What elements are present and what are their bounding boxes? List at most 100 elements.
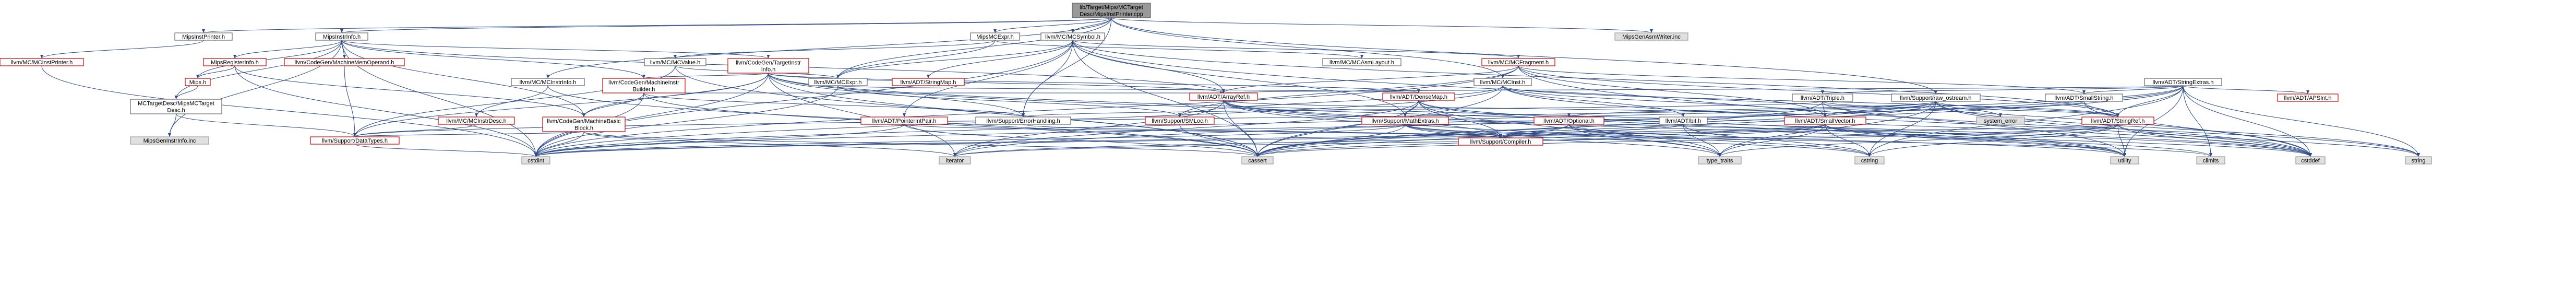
node-mcinst-h[interactable]: llvm/MC/MCInst.h xyxy=(1473,78,1532,86)
node-triple-h[interactable]: llvm/ADT/Triple.h xyxy=(1792,93,1853,102)
node-mips-h[interactable]: Mips.h xyxy=(185,78,211,86)
node-mcinstprinter-h[interactable]: llvm/MC/MCInstPrinter.h xyxy=(0,58,84,66)
node-label: cstdint xyxy=(528,158,544,164)
node-mipsinstinfo-h[interactable]: MipsInstrInfo.h xyxy=(315,32,368,41)
node-box xyxy=(2277,93,2339,102)
node-mcfragment-h[interactable]: llvm/MC/MCFragment.h xyxy=(1481,58,1555,66)
node-label: llvm/ADT/Triple.h xyxy=(1801,95,1844,101)
edge-mcsymbol_h-to-stringmap_h xyxy=(927,40,1073,79)
node-smallstring-h[interactable]: llvm/ADT/SmallString.h xyxy=(2045,93,2123,102)
node-mipsreginfo-h[interactable]: MipsRegisterInfo.h xyxy=(203,58,267,66)
node-box xyxy=(310,136,400,145)
edge-root-to-mipsgenasmwriter_inc xyxy=(1111,17,1653,33)
node-box xyxy=(1481,58,1555,66)
node-root[interactable]: lib/Target/Mips/MCTargetDesc/MipsInstPri… xyxy=(1072,3,1151,18)
node-compiler-h[interactable]: llvm/Support/Compiler.h xyxy=(1458,137,1543,146)
node-box xyxy=(1854,156,1885,165)
node-box xyxy=(0,58,84,66)
edge-smallvector_h-to-utility xyxy=(1825,124,2126,157)
node-label: Mips.h xyxy=(189,79,206,86)
node-stringref-h[interactable]: llvm/ADT/StringRef.h xyxy=(2081,116,2154,125)
edge-mipsinstinfo_h-to-machinebasicblock_h xyxy=(341,40,585,118)
node-mcvalue-h[interactable]: llvm/MC/MCValue.h xyxy=(644,58,706,66)
node-box xyxy=(970,32,1020,41)
node-arrayref-h[interactable]: llvm/ADT/ArrayRef.h xyxy=(1189,92,1258,101)
edge-stringextras_h-to-smallstring_h xyxy=(2082,85,2184,95)
node-label: llvm/ADT/PointerIntPair.h xyxy=(872,118,937,124)
edge-raw_ostream_h-to-string xyxy=(1935,101,2420,157)
edge-mcexpr_h-to-densemap_h xyxy=(837,85,1420,93)
edge-pointerintpair_h-to-cstdint xyxy=(534,124,905,157)
edge-smallvector_h-to-cstring xyxy=(1825,124,1871,157)
node-label: string xyxy=(2412,158,2426,164)
node-label: llvm/Support/MathExtras.h xyxy=(1372,118,1439,124)
node-box xyxy=(1533,116,1604,125)
node-box xyxy=(315,32,368,41)
edge-raw_ostream_h-to-smallvector_h xyxy=(1824,101,1936,118)
node-optional-h[interactable]: llvm/ADT/Optional.h xyxy=(1533,116,1604,125)
edge-densemap_h-to-compiler_h xyxy=(1418,100,1502,138)
edge-densemap_h-to-iterator xyxy=(953,100,1419,157)
edge-mips_h-to-mctargetdesc_h xyxy=(174,85,198,100)
node-label: Block.h xyxy=(574,125,593,132)
node-box xyxy=(1659,116,1708,125)
edge-bit_h-to-type_traits xyxy=(1683,124,1721,157)
edge-mcfragment_h-to-arrayref_h xyxy=(1222,65,1519,93)
node-mipsmcexpr-h[interactable]: MipsMCExpr.h xyxy=(970,32,1020,41)
node-label: llvm/Support/Compiler.h xyxy=(1470,139,1531,145)
edge-stringref_h-to-cstddef xyxy=(2117,124,2312,157)
edge-mipsmcexpr_h-to-mcvalue_h xyxy=(674,40,996,59)
node-errorhandling-h[interactable]: llvm/Support/ErrorHandling.h xyxy=(975,116,1071,125)
node-smallvector-h[interactable]: llvm/ADT/SmallVector.h xyxy=(1784,116,1866,125)
node-mcexpr-h[interactable]: llvm/MC/MCExpr.h xyxy=(808,78,868,86)
edge-stringextras_h-to-arrayref_h xyxy=(1223,85,2184,93)
node-box xyxy=(1976,116,2025,125)
node-mathextras-h[interactable]: llvm/Support/MathExtras.h xyxy=(1361,116,1449,125)
edge-stringref_h-to-type_traits xyxy=(1718,124,2118,157)
node-raw-ostream-h[interactable]: llvm/Support/raw_ostream.h xyxy=(1891,93,1981,102)
edge-root-to-mcinst_h xyxy=(1111,17,1504,79)
node-mcsymbol-h[interactable]: llvm/MC/MCSymbol.h xyxy=(1040,32,1105,41)
edge-machinebasicblock_h-to-iterator xyxy=(583,131,956,157)
node-datatypes-h[interactable]: llvm/Support/DataTypes.h xyxy=(310,136,400,145)
node-label: llvm/CodeGen/TargetInstr xyxy=(736,60,801,66)
node-cstring: cstring xyxy=(1854,156,1885,165)
edge-targetinstrinfo_h-to-datatypes_h xyxy=(353,73,769,137)
node-mcasmlayout-h[interactable]: llvm/MC/MCAsmLayout.h xyxy=(1322,58,1401,66)
node-box xyxy=(1784,116,1866,125)
node-label: llvm/ADT/DenseMap.h xyxy=(1390,94,1447,100)
edge-mipsinstprinter_h-to-mcinstprinter_h xyxy=(40,40,204,59)
node-smloc-h[interactable]: llvm/Support/SMLoc.h xyxy=(1145,116,1215,125)
node-label: MipsGenAsmWriter.inc xyxy=(1622,34,1681,40)
edge-mathextras_h-to-climits xyxy=(1405,124,2212,157)
node-mipsinstprinter-h[interactable]: MipsInstPrinter.h xyxy=(174,32,233,41)
edge-stringextras_h-to-climits xyxy=(2183,85,2212,157)
node-bit-h[interactable]: llvm/ADT/bit.h xyxy=(1659,116,1708,125)
edge-stringextras_h-to-cstddef xyxy=(2183,85,2312,157)
node-utility: utility xyxy=(2110,156,2139,165)
node-apsint-h[interactable]: llvm/ADT/APSInt.h xyxy=(2277,93,2339,102)
edge-densemap_h-to-cassert xyxy=(1256,100,1419,157)
edge-mcinst_h-to-bit_h xyxy=(1502,85,1685,118)
edge-optional_h-to-cstring xyxy=(1568,124,1871,157)
node-stringmap-h[interactable]: llvm/ADT/StringMap.h xyxy=(892,78,965,86)
node-mipsgenasmwriter-inc: MipsGenAsmWriter.inc xyxy=(1614,32,1688,41)
node-mcinstrdesc-h[interactable]: llvm/MC/MCInstrDesc.h xyxy=(438,116,515,125)
edge-raw_ostream_h-to-cstring xyxy=(1868,101,1936,157)
edge-mctargetdesc_h-to-mipsgeninstrinfo_inc xyxy=(168,113,176,137)
node-densemap-h[interactable]: llvm/ADT/DenseMap.h xyxy=(1382,92,1455,101)
edge-smallstring_h-to-smallvector_h xyxy=(1824,101,2084,118)
edge-targetinstrinfo_h-to-machineinstrbuilder_h xyxy=(642,73,769,79)
node-stringextras-h[interactable]: llvm/ADT/StringExtras.h xyxy=(2144,78,2222,86)
node-label: llvm/ADT/SmallString.h xyxy=(2054,95,2113,101)
node-machinememoperand-h[interactable]: llvm/CodeGen/MachineMemOperand.h xyxy=(284,58,405,66)
edge-mcinstprinter_h-to-cstdint xyxy=(41,65,537,157)
node-pointerintpair-h[interactable]: llvm/ADT/PointerIntPair.h xyxy=(860,116,948,125)
edge-mathextras_h-to-cassert xyxy=(1256,124,1406,157)
node-mcinstrinfo-h[interactable]: llvm/MC/MCInstrInfo.h xyxy=(511,78,585,86)
